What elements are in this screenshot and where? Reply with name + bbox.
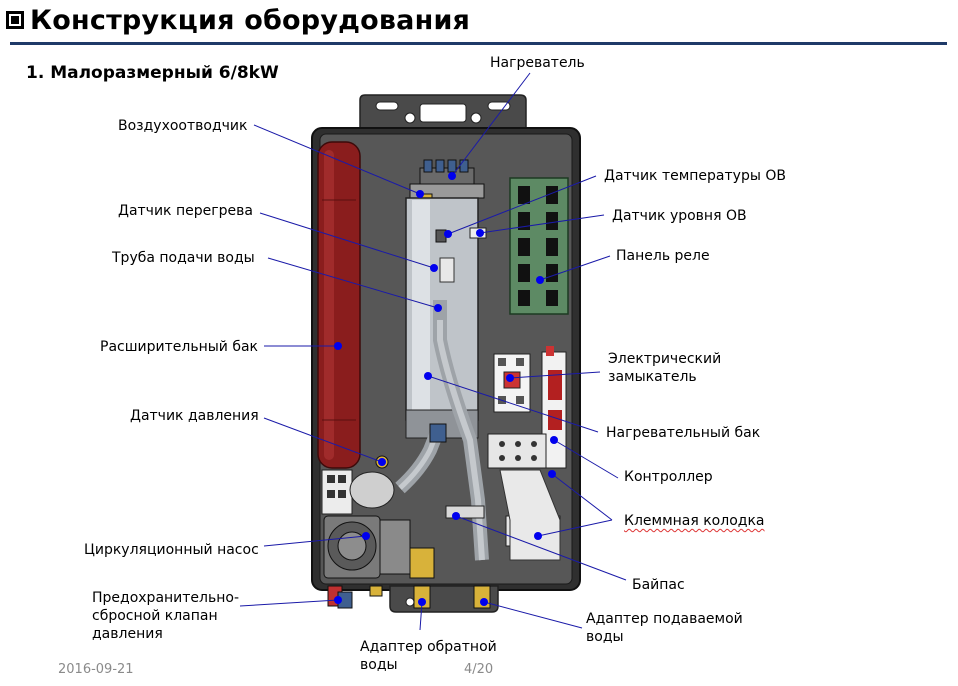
checkbox-square-icon <box>6 11 24 29</box>
label-contactor-line2: замыкатель <box>608 369 697 385</box>
label-contactor-line1: Электрический <box>608 351 722 367</box>
label-controller: Контроллер <box>624 469 713 485</box>
label-supply-pipe: Труба подачи воды <box>112 250 255 266</box>
label-terminal-block: Клеммная колодка <box>624 513 765 529</box>
page-title: Конструкция оборудования <box>30 4 471 36</box>
label-bypass: Байпас <box>632 577 685 593</box>
title-divider <box>10 42 947 45</box>
label-flow-temp-sensor: Датчик температуры ОВ <box>604 168 786 184</box>
label-heating-tank: Нагревательный бак <box>606 425 761 441</box>
label-return-adapter: Адаптер обратной воды <box>360 638 497 674</box>
label-relay-panel: Панель реле <box>616 248 710 264</box>
label-expansion-tank: Расширительный бак <box>100 339 259 355</box>
label-circulation-pump: Циркуляционный насос <box>84 542 259 558</box>
label-safety-valve-line1: Предохранительно- <box>92 590 240 606</box>
leader-lines <box>239 72 627 631</box>
label-heater: Нагреватель <box>490 55 585 71</box>
label-return-adapter-line1: Адаптер обратной <box>360 639 497 655</box>
label-level-sensor: Датчик уровня ОВ <box>612 208 747 224</box>
footer-page-number: 4/20 <box>464 662 494 677</box>
label-overheat-sensor: Датчик перегрева <box>118 203 253 219</box>
label-safety-valve-line2: сбросной клапан <box>92 608 218 624</box>
label-supply-adapter: Адаптер подаваемой воды <box>586 610 743 646</box>
label-pressure-sensor: Датчик давления <box>130 408 259 424</box>
label-supply-adapter-line1: Адаптер подаваемой <box>586 611 743 627</box>
label-safety-valve: Предохранительно- сбросной клапан давлен… <box>92 589 239 643</box>
label-contactor: Электрический замыкатель <box>608 350 721 386</box>
footer-date: 2016-09-21 <box>58 662 134 677</box>
slide-title: Конструкция оборудования <box>6 0 470 40</box>
label-supply-adapter-line2: воды <box>586 629 624 645</box>
label-air-vent: Воздухоотводчик <box>118 118 248 134</box>
label-return-adapter-line2: воды <box>360 657 398 673</box>
bypass <box>445 505 485 519</box>
label-safety-valve-line3: давления <box>92 626 163 642</box>
section-subtitle: 1. Малоразмерный 6/8kW <box>26 63 279 83</box>
terminal-block-upper <box>487 433 547 469</box>
marker-dots <box>334 172 558 606</box>
